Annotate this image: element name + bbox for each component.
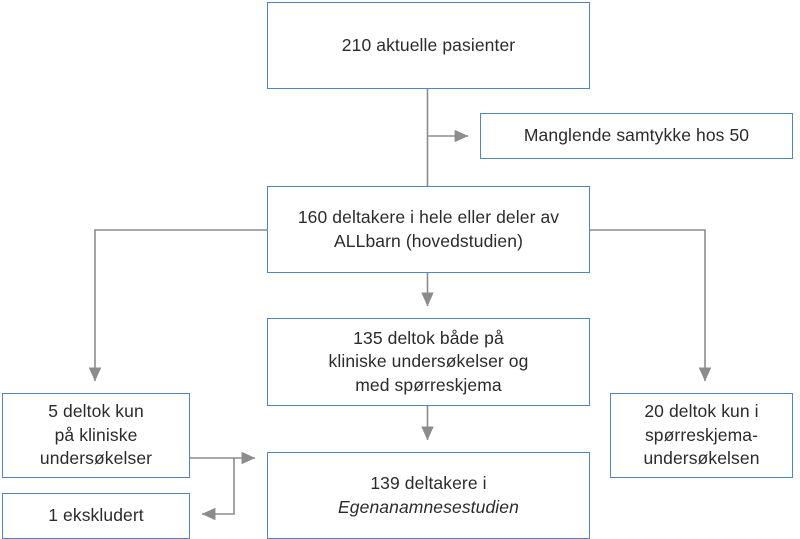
both-clinical-and-questionnaire-box-text: 135 deltok både på kliniske undersøkelser…	[274, 327, 583, 397]
clinical-only-box-line-1: 5 deltok kun	[48, 401, 144, 422]
connector-main-to-questionnaire-only	[590, 229, 712, 382]
main-study-participants-box-line-2: ALLbarn (hovedstudien)	[334, 230, 523, 251]
self-history-study-box-line-1: 139 deltakere i	[370, 473, 487, 494]
both-clinical-and-questionnaire-box: 135 deltok både på kliniske undersøkelser…	[267, 318, 590, 406]
excluded-box-line-1: 1 ekskludert	[48, 505, 144, 526]
questionnaire-only-box-line-3: undersøkelsen	[643, 448, 760, 469]
main-study-participants-box-line-1: 160 deltakere i hele eller deler av	[297, 207, 560, 228]
connector-clinical-only-to-excluded	[201, 458, 235, 521]
excluded-box: 1 ekskludert	[2, 493, 190, 539]
total-patients-box: 210 aktuelle pasienter	[267, 2, 590, 89]
connector-main-to-clinical-only	[88, 229, 267, 382]
both-clinical-and-questionnaire-box-line-2: kliniske undersøkelser og	[328, 351, 529, 372]
total-patients-box-text: 210 aktuelle pasienter	[274, 34, 583, 57]
clinical-only-box-line-3: undersøkelser	[39, 448, 153, 469]
missing-consent-box: Manglende samtykke hos 50	[480, 113, 793, 159]
excluded-box-text: 1 ekskludert	[9, 504, 183, 527]
both-clinical-and-questionnaire-box-line-1: 135 deltok både på	[353, 327, 504, 348]
missing-consent-box-text: Manglende samtykke hos 50	[487, 124, 786, 147]
clinical-only-box-line-2: på kliniske	[54, 424, 138, 445]
questionnaire-only-box-line-1: 20 deltok kun i	[644, 401, 759, 422]
questionnaire-only-box-line-2: spørreskjema-	[644, 424, 759, 445]
both-clinical-and-questionnaire-box-line-3: med spørreskjema	[355, 374, 502, 395]
missing-consent-box-line-1: Manglende samtykke hos 50	[523, 125, 750, 146]
total-patients-box-line-1: 210 aktuelle pasienter	[341, 34, 516, 55]
self-history-study-box-line-2: Egenanamnesestudien	[338, 496, 519, 517]
